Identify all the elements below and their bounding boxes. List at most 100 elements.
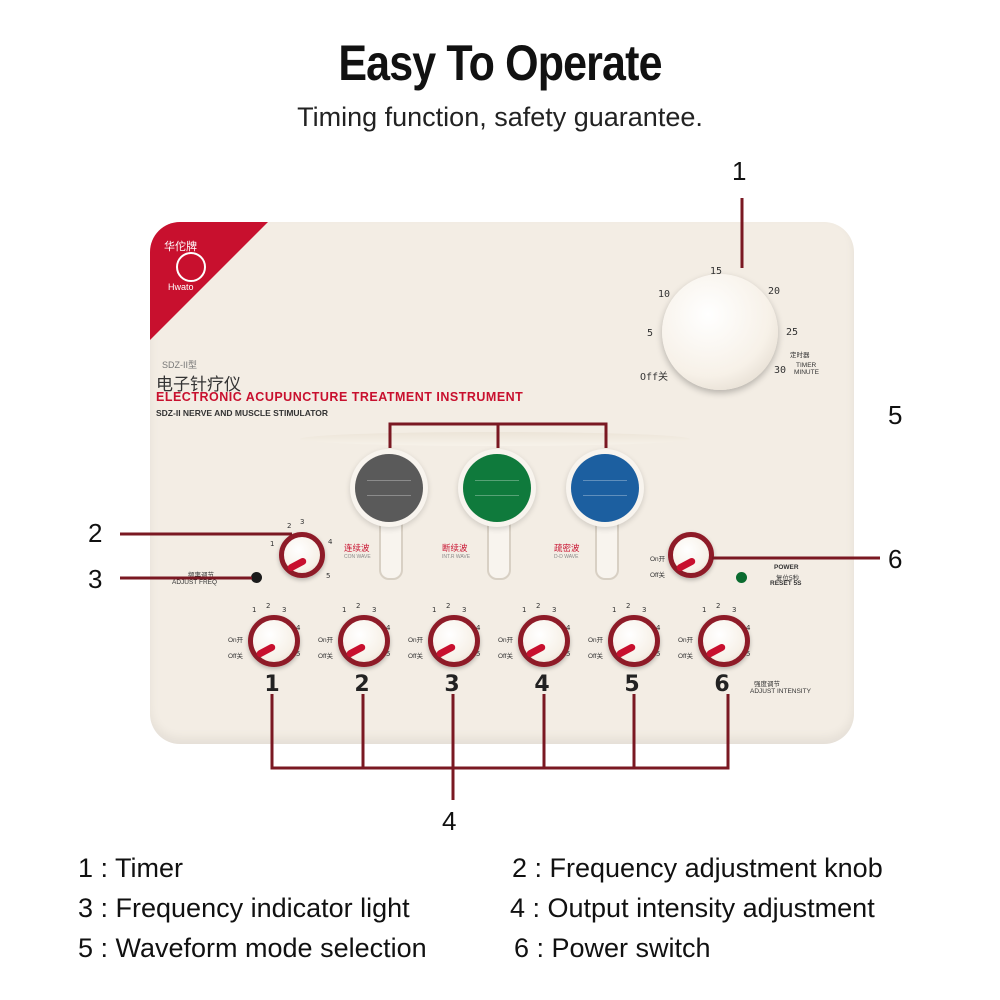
adjust-intensity-en: ADJUST INTENSITY [750, 688, 811, 695]
freq-scale-4: 4 [328, 538, 333, 546]
channel-2-scale-5: 5 [386, 650, 391, 658]
timer-tick-10: 10 [658, 289, 671, 300]
timer-tick-25: 25 [786, 327, 799, 338]
product-subname-en: SDZ-II NERVE AND MUSCLE STIMULATOR [156, 408, 329, 418]
adjust-freq-cn: 频率调节 [188, 572, 214, 579]
legend-2: 2 : Frequency adjustment knob [512, 853, 883, 883]
legend-6: 6 : Power switch [514, 933, 711, 963]
channel-number-3: 3 [444, 672, 460, 697]
channel-4-scale-3: 3 [552, 606, 557, 614]
channel-2-on-label: On开 [318, 637, 334, 644]
channel-5-scale-4: 4 [656, 624, 661, 632]
channel-4-scale-4: 4 [566, 624, 571, 632]
channel-4-off-label: Off关 [498, 653, 514, 660]
reset-label-en: RESET 5S [770, 580, 802, 587]
callout-2: 2 [88, 518, 103, 548]
legend-4: 4 : Output intensity adjustment [510, 893, 875, 923]
legend-3: 3 : Frequency indicator light [78, 893, 410, 923]
channel-6-off-label: Off关 [678, 653, 694, 660]
power-label: POWER [774, 564, 799, 571]
frequency-knob[interactable] [279, 532, 325, 578]
product-name-cn: 电子针疗仪 [156, 375, 241, 394]
waveform-label-cn-con: 连续波 [344, 543, 370, 553]
channel-2-scale-1: 1 [342, 606, 347, 614]
adjust-freq-en: ADJUST FREQ [172, 579, 218, 586]
channel-5-scale-2: 2 [626, 602, 631, 610]
channel-3-scale-3: 3 [462, 606, 467, 614]
channel-4-scale-2: 2 [536, 602, 541, 610]
channel-1-off-label: Off关 [228, 653, 244, 660]
channel-3-intensity-knob[interactable] [428, 615, 480, 667]
panel-groove [300, 432, 690, 446]
waveform-button-dd[interactable] [571, 454, 639, 522]
channel-4-intensity-knob[interactable] [518, 615, 570, 667]
channel-6-intensity-knob[interactable] [698, 615, 750, 667]
channel-3-scale-1: 1 [432, 606, 437, 614]
freq-scale-3: 3 [300, 518, 305, 526]
headline: Easy To Operate [338, 35, 662, 91]
callout-3: 3 [88, 564, 103, 594]
channel-number-6: 6 [714, 672, 730, 697]
timer-caption-cn: 定时器 [790, 352, 810, 359]
channel-4-scale-5: 5 [566, 650, 571, 658]
callout-5: 5 [888, 400, 903, 430]
continuous-wave-icon [367, 480, 411, 496]
waveform-button-int[interactable] [463, 454, 531, 522]
timer-tick-5: 5 [647, 328, 654, 339]
freq-scale-1: 1 [270, 540, 275, 548]
reset-label-cn: 复位5秒 [776, 575, 800, 582]
channel-2-off-label: Off关 [318, 653, 334, 660]
channel-5-off-label: Off关 [588, 653, 604, 660]
channel-number-5: 5 [624, 672, 640, 697]
brand-name-cn: 华佗牌 [164, 241, 197, 253]
waveform-button-con[interactable] [355, 454, 423, 522]
channel-6-scale-5: 5 [746, 650, 751, 658]
model-label: SDZ-II型 [162, 360, 197, 370]
channel-6-scale-1: 1 [702, 606, 707, 614]
channel-6-scale-4: 4 [746, 624, 751, 632]
callout-bracket-4 [270, 694, 730, 770]
channel-1-scale-2: 2 [266, 602, 271, 610]
product-name-en: ELECTRONIC ACUPUNCTURE TREATMENT INSTRUM… [156, 390, 524, 404]
channel-5-on-label: On开 [588, 637, 604, 644]
freq-scale-2: 2 [287, 522, 292, 530]
channel-1-intensity-knob[interactable] [248, 615, 300, 667]
intermittent-wave-icon [475, 480, 519, 496]
channel-number-2: 2 [354, 672, 370, 697]
channel-5-scale-5: 5 [656, 650, 661, 658]
legend-1: 1 : Timer [78, 853, 184, 883]
callout-4: 4 [442, 806, 457, 836]
channel-4-scale-1: 1 [522, 606, 527, 614]
timer-tick-20: 20 [768, 286, 781, 297]
channel-1-scale-3: 3 [282, 606, 287, 614]
brand-name-en: Hwato [168, 282, 194, 292]
channel-5-scale-3: 3 [642, 606, 647, 614]
frequency-indicator-light [251, 572, 262, 583]
legend-5: 5 : Waveform mode selection [78, 933, 427, 963]
callout-6: 6 [888, 544, 903, 574]
channel-3-on-label: On开 [408, 637, 424, 644]
channel-5-intensity-knob[interactable] [608, 615, 660, 667]
channel-3-off-label: Off关 [408, 653, 424, 660]
channel-4-on-label: On开 [498, 637, 514, 644]
channel-2-scale-3: 3 [372, 606, 377, 614]
timer-knob[interactable] [662, 274, 778, 390]
power-switch[interactable] [668, 532, 714, 578]
channel-number-1: 1 [264, 672, 280, 697]
waveform-label-cn-dd: 疏密波 [554, 543, 580, 553]
waveform-label-cn-int: 断续波 [442, 543, 468, 553]
waveform-label-en-int: INT.R WAVE [442, 554, 471, 560]
timer-tick-30: 30 [774, 365, 787, 376]
power-on-label: On开 [650, 556, 666, 563]
callout-1: 1 [732, 156, 747, 186]
waveform-label-en-dd: D-D WAVE [554, 554, 579, 560]
stimulator-device: 华佗牌 Hwato SDZ-II型 电子针疗仪 ELECTRONIC ACUPU… [150, 222, 854, 744]
timer-caption-en-1: TIMER [796, 362, 817, 369]
dense-sparse-wave-icon [583, 480, 627, 496]
waveform-stem-dd [595, 514, 619, 580]
subtitle: Timing function, safety guarantee. [297, 102, 703, 132]
channel-1-scale-4: 4 [296, 624, 301, 632]
channel-2-intensity-knob[interactable] [338, 615, 390, 667]
channel-2-scale-4: 4 [386, 624, 391, 632]
